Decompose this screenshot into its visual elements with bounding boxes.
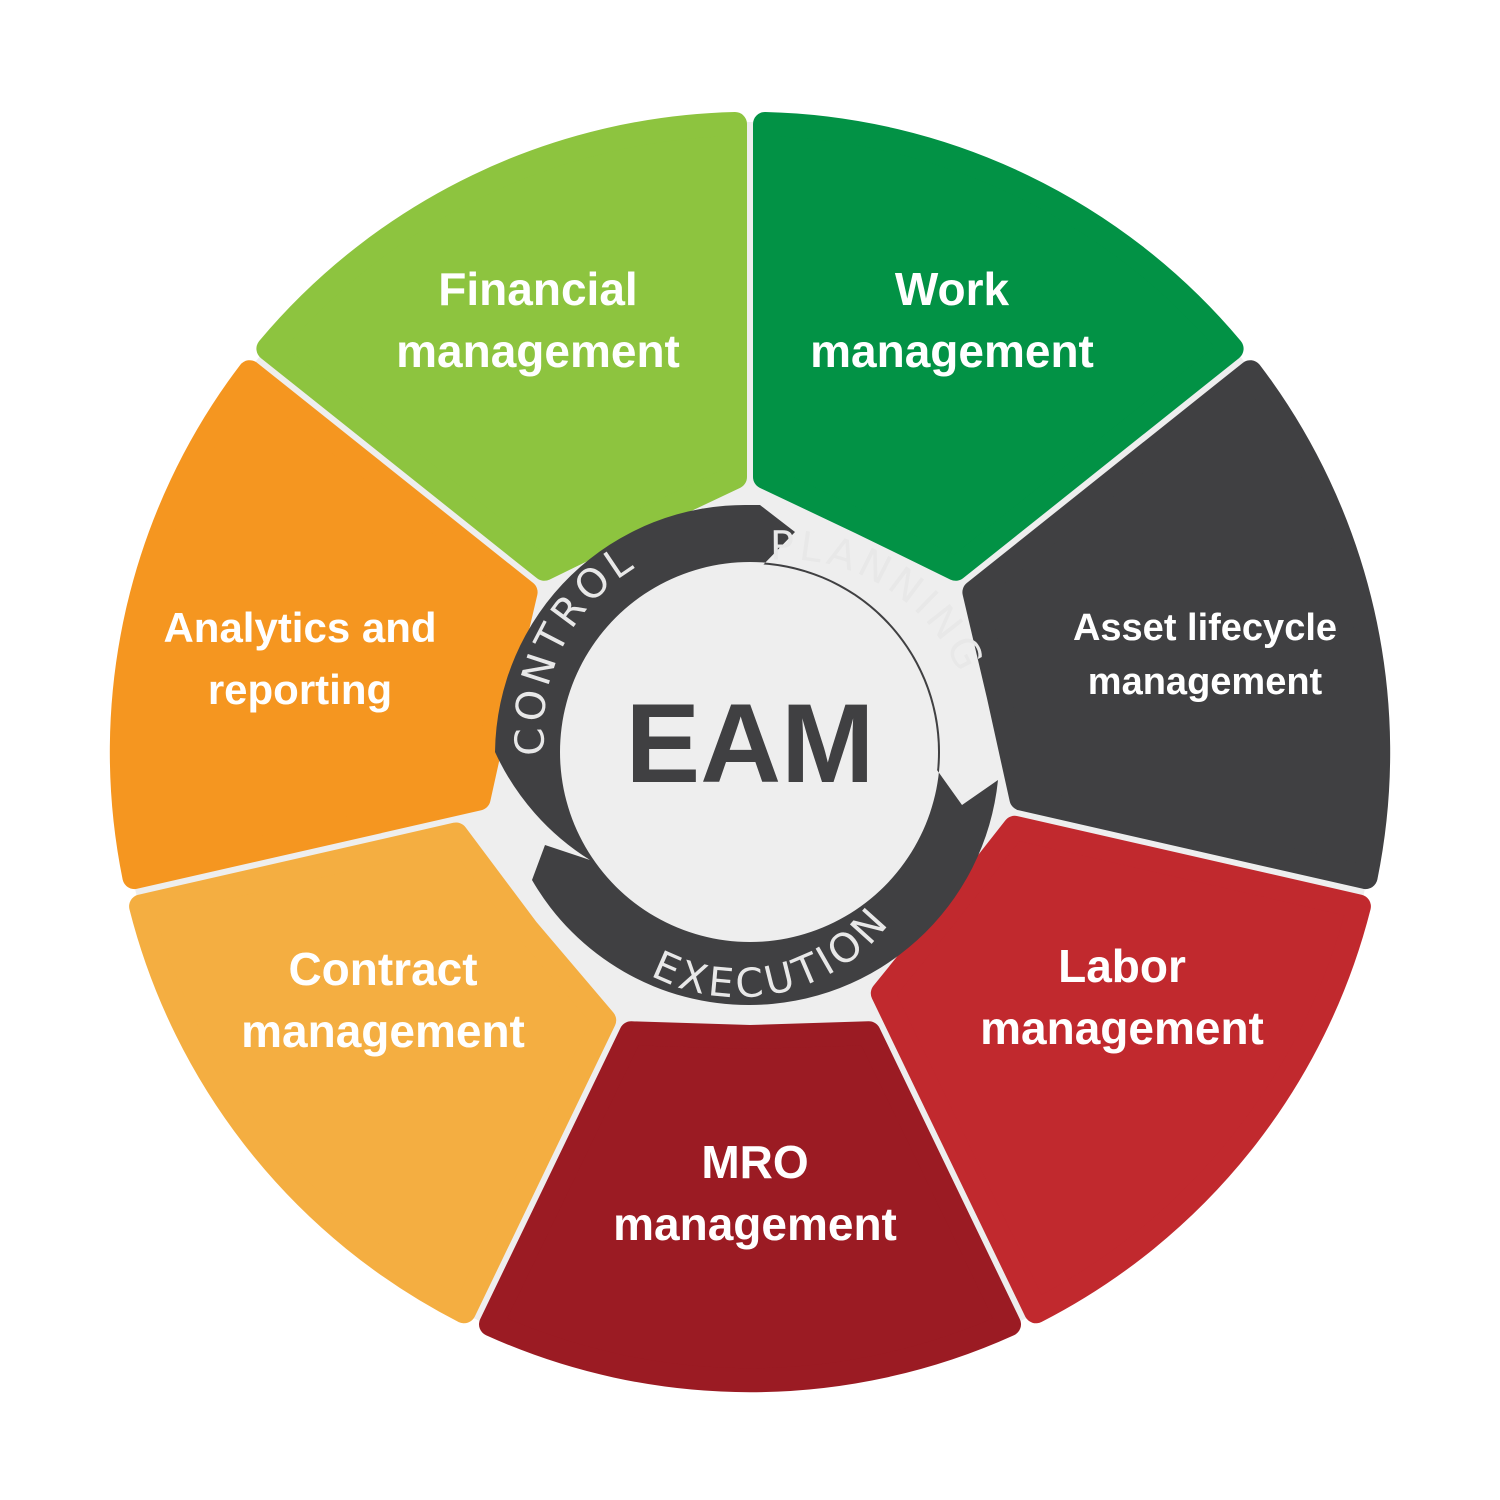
segment-label-line: management [613,1198,897,1250]
segment-label-line: Analytics and [163,604,436,651]
center-title: EAM [626,681,875,806]
segment-label-labor-management: Labor management [980,940,1264,1054]
segment-shape-work-management [753,112,1244,581]
segment-label-line: reporting [208,666,392,713]
segment-shape-financial-management [256,112,747,581]
segment-shape-mro-management [479,1021,1021,1393]
segment-shape-asset-lifecycle-management [962,360,1391,890]
segment-label-mro-management: MRO management [613,1136,897,1250]
segment-label-line: management [396,325,680,377]
segment-label-line: management [980,1002,1264,1054]
segment-label-analytics-and-reporting: Analytics and reporting [163,604,436,713]
segment-label-line: Contract [288,943,477,995]
segment-label-line: Asset lifecycle [1073,607,1337,649]
segment-analytics-and-reporting: Analytics and reporting [109,360,538,890]
segment-contract-management: Contract management [129,822,617,1324]
segment-label-asset-lifecycle-management: Asset lifecycle management [1073,607,1337,703]
segment-mro-management: MRO management [479,1021,1021,1393]
segment-label-line: management [1088,661,1323,703]
segment-label-contract-management: Contract management [241,943,525,1057]
segment-label-line: Financial [438,263,637,315]
segment-label-line: management [810,325,1094,377]
segment-label-line: Work [895,263,1010,315]
segment-shape-contract-management [129,822,617,1324]
segment-label-work-management: Work management [810,263,1094,377]
segment-label-financial-management: Financial management [396,263,680,377]
segment-asset-lifecycle-management: Asset lifecycle management [962,360,1391,890]
segment-work-management: Work management [753,112,1244,581]
segment-shape-labor-management [870,815,1371,1324]
segment-label-line: MRO [701,1136,808,1188]
segment-financial-management: Financial management [256,112,747,581]
segment-label-line: management [241,1005,525,1057]
segment-label-line: Labor [1058,940,1186,992]
segment-shape-analytics-and-reporting [109,360,538,890]
segment-labor-management: Labor management [870,815,1371,1324]
center-disc [562,564,938,940]
